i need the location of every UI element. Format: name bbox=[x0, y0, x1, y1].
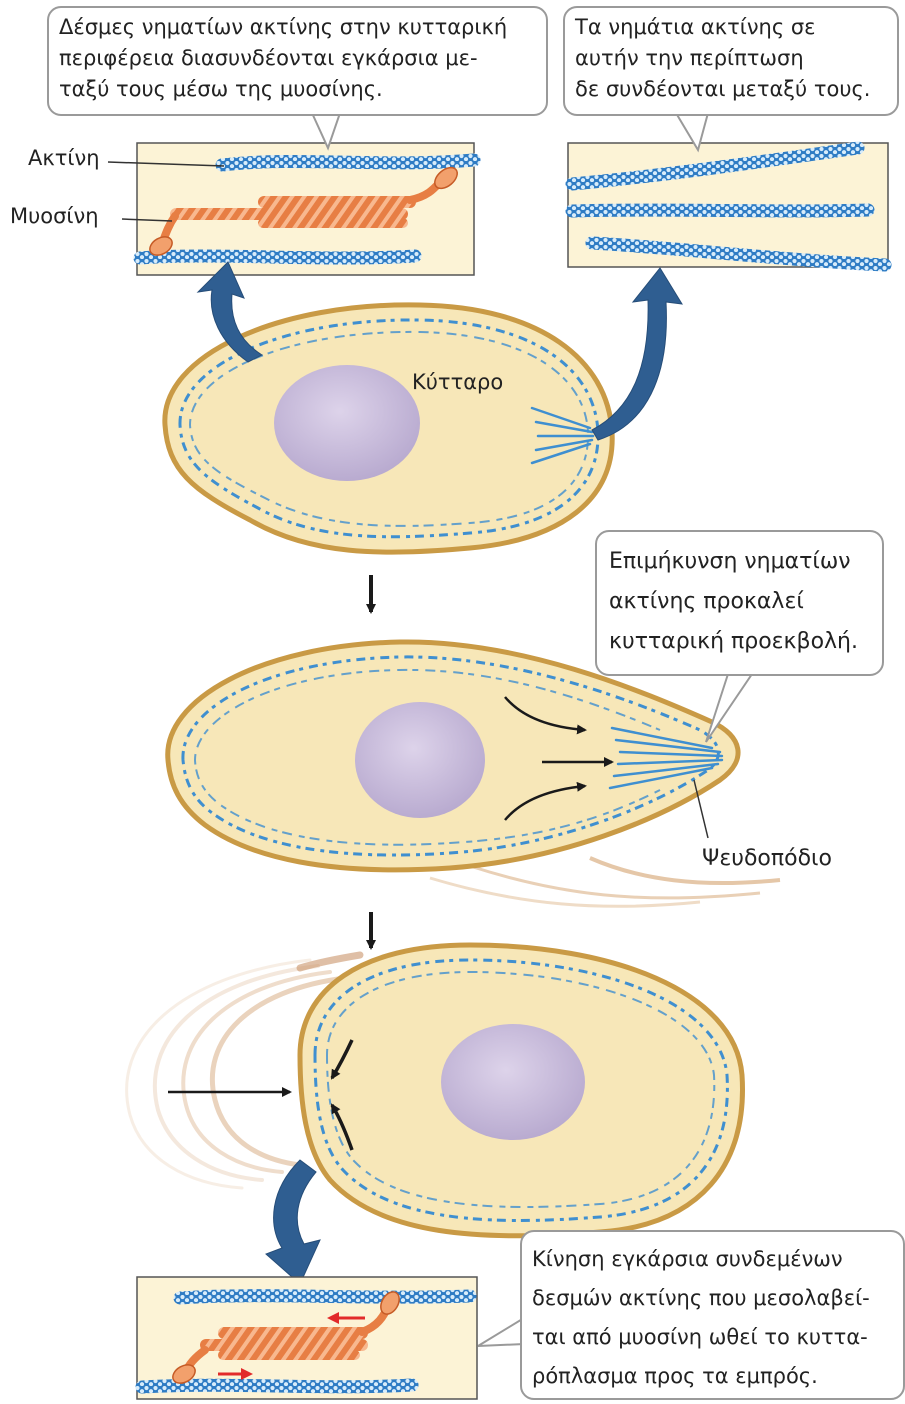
callout-text: Κίνηση εγκάρσια συνδεμένων bbox=[532, 1240, 893, 1279]
cell-2 bbox=[168, 642, 780, 906]
callout-text: Τα νημάτια ακτίνης σε bbox=[575, 12, 887, 43]
nucleus-1 bbox=[274, 365, 420, 481]
callout-elongation: Επιμήκυνση νηματίων ακτίνης προκαλεί κυτ… bbox=[595, 530, 884, 676]
callout-text: ταξύ τους μέσω της μυοσίνης. bbox=[59, 74, 536, 105]
actin-filament-bottom bbox=[140, 256, 415, 258]
inset-panel-unlinked bbox=[568, 143, 888, 267]
callout-pointer-movement bbox=[478, 1318, 524, 1346]
callout-crosslinked: Δέσμες νηματίων ακτίνης στην κυτταρική π… bbox=[47, 6, 548, 116]
label-cell: Κύτταρο bbox=[412, 370, 503, 394]
zoom-arrow-bottom bbox=[266, 1160, 320, 1284]
callout-text: Δέσμες νηματίων ακτίνης στην κυτταρική bbox=[59, 12, 536, 43]
actin-filament-top bbox=[222, 160, 474, 165]
callout-text: κυτταρική προεκβολή. bbox=[609, 622, 870, 662]
label-myosin: Μυοσίνη bbox=[10, 204, 99, 228]
nucleus-2 bbox=[355, 702, 485, 818]
nucleus-3 bbox=[441, 1024, 585, 1140]
label-pseudopod: Ψευδοπόδιο bbox=[702, 846, 832, 871]
inset-panel-crosslinked bbox=[137, 143, 474, 275]
callout-text: περιφέρεια διασυνδέονται εγκάρσια με- bbox=[59, 43, 536, 74]
callout-text: αυτήν την περίπτωση bbox=[575, 43, 887, 74]
inset-panel-movement bbox=[137, 1277, 477, 1399]
callout-movement: Κίνηση εγκάρσια συνδεμένων δεσμών ακτίνη… bbox=[520, 1230, 905, 1400]
actin-filament-top-3 bbox=[180, 1296, 470, 1298]
actin-filament-2 bbox=[572, 210, 868, 211]
callout-text: ρόπλασμα προς τα εμπρός. bbox=[532, 1357, 893, 1396]
callout-text: δε συνδέονται μεταξύ τους. bbox=[575, 74, 887, 105]
callout-not-linked: Τα νημάτια ακτίνης σε αυτήν την περίπτωσ… bbox=[563, 6, 899, 116]
callout-text: ται από μυοσίνη ωθεί το κυττα- bbox=[532, 1318, 893, 1357]
actin-filament-bottom-3 bbox=[142, 1385, 412, 1387]
label-actin: Ακτίνη bbox=[28, 146, 100, 170]
callout-text: ακτίνης προκαλεί bbox=[609, 582, 870, 622]
cell-3 bbox=[127, 945, 743, 1236]
callout-text: Επιμήκυνση νηματίων bbox=[609, 542, 870, 582]
callout-text: δεσμών ακτίνης που μεσολαβεί- bbox=[532, 1279, 893, 1318]
